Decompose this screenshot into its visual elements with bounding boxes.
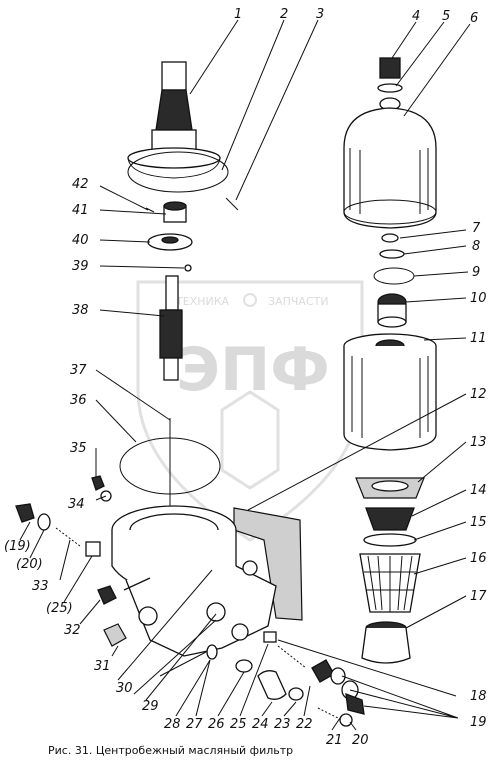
part-washer-8 (379, 249, 405, 259)
gear-icon (243, 293, 257, 307)
part-filter-housing (111, 505, 303, 657)
callout-labels: 1 2 3 4 5 6 7 8 9 10 11 12 13 14 15 16 1… (4, 7, 487, 748)
part-washer-23 (288, 687, 304, 701)
part-valve-25 (85, 541, 101, 557)
part-plug-31 (103, 623, 127, 647)
part-rotor-axle (127, 61, 221, 179)
part-nut-41 (163, 201, 187, 223)
label-3: 3 (316, 7, 324, 22)
figure-caption: Рис. 31. Центробежный масляный фильтр (48, 744, 293, 757)
label-8: 8 (472, 239, 480, 254)
label-14: 14 (470, 483, 487, 498)
part-ring-gasket (127, 151, 229, 193)
part-plug-35 (91, 475, 112, 502)
label-21: 21 (326, 733, 343, 748)
watermark-text-right: ЗАПЧАСТИ (268, 295, 329, 308)
label-16: 16 (470, 551, 487, 566)
part-filter-screen (359, 553, 421, 613)
label-28: 28 (164, 717, 181, 732)
part-rod-38 (159, 275, 183, 381)
label-18: 18 (470, 689, 487, 704)
label-15: 15 (470, 515, 487, 530)
part-filter-ring (363, 533, 417, 547)
part-bushing-40 (147, 233, 193, 251)
label-26: 26 (208, 717, 225, 732)
label-2: 2 (280, 7, 288, 22)
label-29: 29 (142, 699, 159, 714)
label-38: 38 (72, 303, 89, 318)
watermark-text-left: ТЕХНИКА (175, 295, 230, 308)
label-9: 9 (472, 265, 480, 280)
label-7: 7 (472, 221, 481, 236)
label-20-paren: (20) (16, 557, 43, 572)
label-5: 5 (442, 9, 450, 24)
label-13: 13 (470, 435, 487, 450)
part-washer-26 (235, 659, 253, 673)
part-pin (225, 197, 239, 211)
label-23: 23 (274, 717, 291, 732)
part-bolt-28 (159, 651, 207, 677)
part-spring-33 (55, 527, 81, 547)
leader-lines (19, 19, 471, 731)
label-32: 32 (64, 623, 81, 638)
label-17: 17 (470, 589, 487, 604)
watermark-big-text: ЭПФ (176, 335, 330, 405)
part-filter-plate (355, 477, 425, 499)
label-10: 10 (470, 291, 487, 306)
part-filter-cone (361, 621, 411, 664)
label-11: 11 (470, 331, 487, 346)
part-cap-nut (377, 57, 403, 111)
label-27: 27 (186, 717, 203, 732)
part-sleeve-24 (257, 670, 287, 700)
label-24: 24 (252, 717, 269, 732)
part-washer-27 (206, 644, 218, 660)
part-nut-10 (377, 293, 407, 328)
label-37: 37 (70, 363, 87, 378)
label-36: 36 (70, 393, 87, 408)
part-seal-ring-36 (119, 437, 221, 495)
label-35: 35 (70, 441, 87, 456)
label-41: 41 (72, 203, 89, 218)
label-40: 40 (72, 233, 89, 248)
label-42: 42 (72, 177, 89, 192)
label-19-paren: (19) (4, 539, 31, 554)
part-bolt-32 (97, 585, 117, 605)
part-washer-7 (381, 233, 399, 243)
part-bolt-19 (15, 503, 35, 523)
label-4: 4 (412, 9, 420, 24)
part-key-42 (145, 207, 155, 213)
part-snap-ring (373, 267, 415, 285)
label-1: 1 (234, 7, 242, 22)
label-33: 33 (32, 579, 49, 594)
part-valve-assembly (311, 659, 365, 727)
part-spring-22 (277, 645, 307, 669)
part-rotor-cover (343, 107, 437, 229)
label-12: 12 (470, 387, 487, 402)
label-31: 31 (94, 659, 111, 674)
label-20: 20 (352, 733, 369, 748)
part-rotor-body (343, 333, 437, 451)
label-34: 34 (68, 497, 85, 512)
label-22: 22 (296, 717, 313, 732)
label-25: 25 (230, 717, 247, 732)
watermark-shield: ТЕХНИКА ЗАПЧАСТИ ЭПФ (136, 280, 364, 542)
label-19: 19 (470, 715, 487, 730)
label-25-paren: (25) (46, 601, 73, 616)
label-30: 30 (116, 681, 133, 696)
part-bolt-shank-32 (123, 577, 151, 591)
part-filter-holder (365, 507, 415, 531)
label-6: 6 (470, 11, 478, 26)
part-washer-20 (37, 513, 51, 531)
part-pin-25 (263, 631, 277, 643)
part-ball-39 (184, 264, 192, 272)
label-39: 39 (72, 259, 89, 274)
